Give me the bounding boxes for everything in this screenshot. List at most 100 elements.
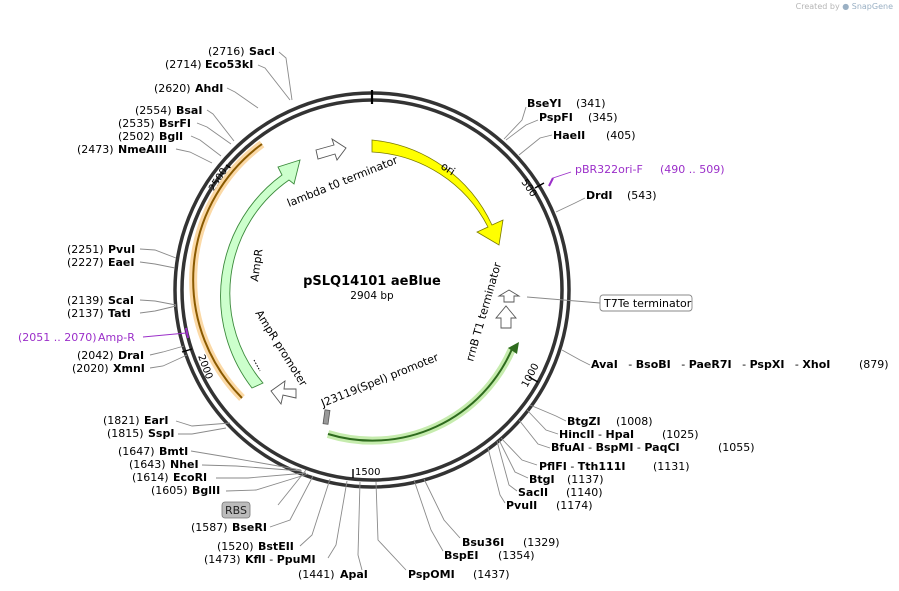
svg-text:(1354): (1354) [498, 549, 535, 562]
svg-text:SspI: SspI [148, 427, 174, 440]
svg-text:SacI: SacI [249, 45, 275, 58]
site-bmti[interactable]: (1647) BmtI [118, 445, 302, 471]
site-apai[interactable]: (1441) ApaI [298, 481, 368, 581]
svg-text:(543): (543) [627, 189, 657, 202]
site-bfuai-paqci[interactable]: BfuAI - BspMI - PaqCI (1055) [518, 419, 755, 454]
site-bsu36i[interactable]: Bsu36I (1329) [423, 478, 560, 549]
svg-text:TatI: TatI [108, 307, 131, 320]
svg-text:SacII: SacII [518, 486, 548, 499]
site-tati[interactable]: (2137) TatI [67, 305, 177, 320]
j23119-promoter-marker[interactable] [322, 409, 331, 425]
site-sacii[interactable]: SacII (1140) [496, 440, 603, 499]
svg-text:(2554): (2554) [135, 104, 172, 117]
svg-text:BstEII: BstEII [258, 540, 294, 553]
svg-text:(1174): (1174) [556, 499, 593, 512]
site-eari[interactable]: (1821) EarI [103, 414, 231, 427]
site-bseyi[interactable]: BseYI (341) [503, 97, 606, 140]
site-bsteii[interactable]: (1520) BstEII [217, 478, 331, 553]
svg-text:(1008): (1008) [616, 415, 653, 428]
ori-feature[interactable] [371, 139, 504, 246]
svg-text:NheI: NheI [170, 458, 199, 471]
site-pspomi[interactable]: PspOMI (1437) [375, 481, 510, 581]
t7te-terminator-box[interactable] [599, 294, 693, 312]
rrnb-t1-terminator-label: rrnB T1 terminator [463, 260, 504, 362]
site-xmni[interactable]: (2020) XmnI [72, 354, 188, 375]
site-nhei[interactable]: (1643) NheI [129, 458, 303, 472]
snapgene-logo-icon: ● [842, 2, 850, 11]
primer-amp-r-marker[interactable] [185, 327, 189, 339]
primer-amp-r-name: Amp-R [98, 331, 135, 344]
green-feature[interactable] [327, 348, 513, 442]
svg-text:NmeAIII: NmeAIII [118, 143, 167, 156]
site-ahdi[interactable]: (2620) AhdI [154, 82, 259, 109]
svg-text:EarI: EarI [144, 414, 168, 427]
svg-text:(2042): (2042) [77, 349, 114, 362]
site-ecori[interactable]: (1614) EcoRI [132, 471, 307, 484]
site-bgli[interactable]: (2502) BglI [118, 130, 222, 157]
site-sspi[interactable]: (1815) SspI [107, 427, 227, 440]
svg-text:BmtI: BmtI [159, 445, 188, 458]
svg-text:(1614): (1614) [132, 471, 169, 484]
site-btgzi[interactable]: BtgZI (1008) [529, 404, 653, 428]
plasmid-length: 2904 bp [350, 290, 394, 302]
lambda-t0-terminator-arrow[interactable] [315, 137, 347, 161]
tick-label-1500: 1500 [355, 467, 380, 478]
svg-text:(1329): (1329) [523, 536, 560, 549]
svg-text:(1815): (1815) [107, 427, 144, 440]
site-bsrfi[interactable]: (2535) BsrFI [118, 117, 232, 145]
svg-text:(1605): (1605) [151, 484, 188, 497]
site-haeii[interactable]: HaeII (405) [518, 129, 636, 156]
svg-text:(405): (405) [606, 129, 636, 142]
j23119-promoter-label: J23119(SpeI) promoter [318, 351, 440, 411]
svg-text:(2227): (2227) [67, 256, 104, 269]
svg-text:(1473): (1473) [204, 553, 241, 566]
sites-right: BseYI (341) PspFI (345) HaeII (405) DrdI… [375, 97, 889, 581]
svg-text:DraI: DraI [118, 349, 144, 362]
svg-text:(1131): (1131) [653, 460, 690, 473]
primer-pbr322ori-f-marker[interactable] [548, 177, 554, 187]
site-pflfi-tth111i[interactable]: PflFI - Tth111I (1131) [500, 437, 690, 473]
site-bglii[interactable]: (1605) BglII [151, 473, 309, 497]
rrnb-t1-terminator-arrow[interactable] [495, 305, 517, 329]
svg-text:XmnI: XmnI [113, 362, 145, 375]
site-ava-xhoi[interactable]: AvaI - BsoBI - PaeR7I - PspXI - XhoI (87… [561, 349, 889, 371]
site-drai[interactable]: (2042) DraI [77, 345, 185, 362]
site-bseri[interactable]: (1587) BseRI [191, 475, 314, 534]
svg-text:(1437): (1437) [473, 568, 510, 581]
site-nmeaiii[interactable]: (2473) NmeAIII [77, 143, 213, 164]
ampr-dashed-mark [253, 359, 261, 372]
site-btgi[interactable]: BtgI (1137) [498, 439, 604, 486]
site-saci[interactable]: (2716) SacI [208, 45, 293, 101]
rbs-box[interactable] [221, 501, 251, 519]
svg-text:AhdI: AhdI [195, 82, 223, 95]
site-pvuii[interactable]: PvuII (1174) [487, 447, 593, 512]
svg-text:(2716): (2716) [208, 45, 245, 58]
ampr-feature[interactable] [220, 159, 301, 389]
svg-text:(1587): (1587) [191, 521, 228, 534]
svg-text:HincII - HpaI: HincII - HpaI [559, 428, 634, 441]
svg-text:PvuI: PvuI [108, 243, 135, 256]
ampr-promoter-arrow[interactable] [270, 380, 297, 406]
site-drdi[interactable]: DrdI (543) [555, 189, 657, 213]
site-eco53ki[interactable]: (2714) Eco53kI [165, 58, 291, 101]
site-pvui[interactable]: (2251) PvuI [67, 243, 177, 259]
t7te-terminator-arrow[interactable] [497, 289, 521, 303]
svg-text:(345): (345) [588, 111, 618, 124]
site-pspfi[interactable]: PspFI (345) [505, 111, 618, 141]
orange-feature[interactable] [192, 143, 263, 399]
site-scai[interactable]: (2139) ScaI [67, 294, 177, 307]
svg-text:(1140): (1140) [566, 486, 603, 499]
site-bsai[interactable]: (2554) BsaI [135, 104, 235, 142]
site-eaei[interactable]: (2227) EaeI [67, 256, 176, 269]
site-kfli-ppumi[interactable]: (1473) KflI - PpuMI [204, 480, 348, 566]
site-hincii-hpai[interactable]: HincII - HpaI (1025) [526, 409, 699, 441]
svg-text:BglII: BglII [192, 484, 220, 497]
svg-text:(2714): (2714) [165, 58, 202, 71]
site-bspei[interactable]: BspEI (1354) [413, 479, 535, 562]
svg-text:HaeII: HaeII [553, 129, 585, 142]
svg-text:(1647): (1647) [118, 445, 155, 458]
svg-text:Eco53kI: Eco53kI [205, 58, 253, 71]
svg-text:(2502): (2502) [118, 130, 155, 143]
svg-text:AvaI - BsoBI - PaeR7I -: AvaI - BsoBI - PaeR7I - PspXI - XhoI [591, 358, 830, 371]
